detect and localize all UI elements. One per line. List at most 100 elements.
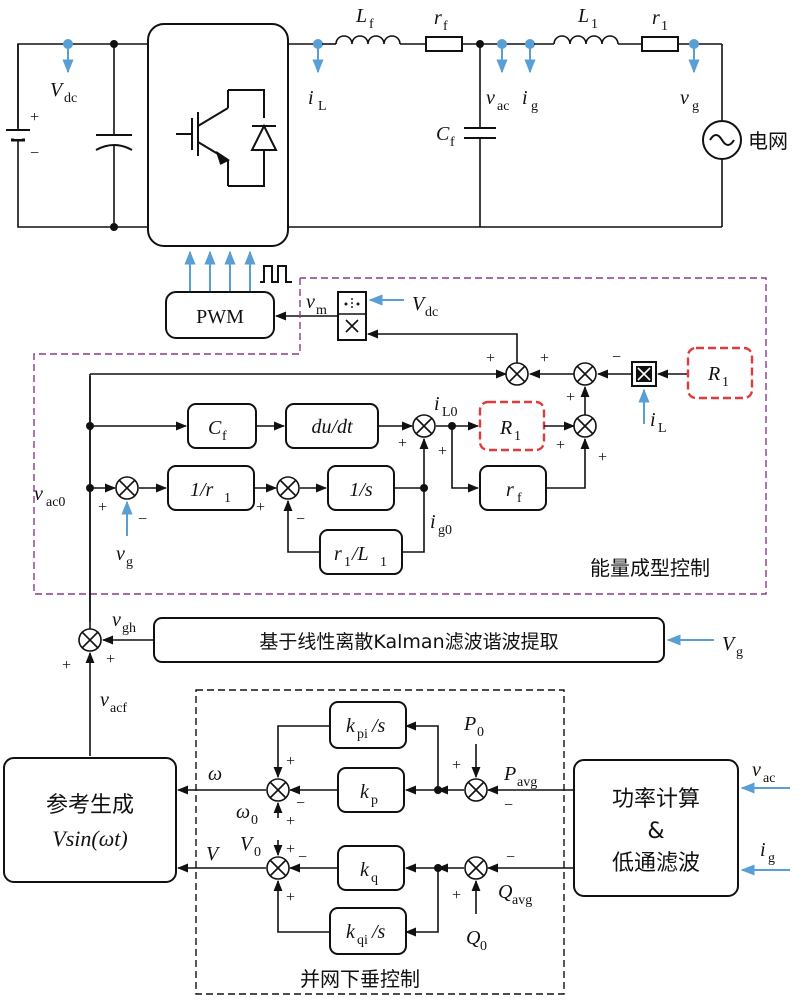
svg-text:ac: ac — [763, 771, 775, 786]
svg-text:−: − — [296, 511, 305, 528]
svg-text:功率计算: 功率计算 — [612, 787, 700, 812]
svg-text:i: i — [430, 511, 436, 533]
svg-text:r: r — [334, 543, 342, 565]
svg-text:+: + — [598, 449, 607, 466]
svg-text:−: − — [612, 349, 621, 366]
svg-text:k: k — [346, 921, 356, 943]
svg-text:avg: avg — [512, 893, 532, 908]
svg-text:+: + — [540, 350, 549, 367]
svg-text:/L: /L — [351, 543, 369, 565]
svg-text:k: k — [360, 859, 370, 881]
l1-label: L — [577, 5, 589, 27]
svg-text:q: q — [371, 871, 378, 886]
power-calc-section: 功率计算 & 低通滤波 v ac i g — [573, 759, 790, 897]
svg-text:+: + — [62, 657, 71, 674]
svg-text:R: R — [499, 417, 512, 439]
pulse-icon — [260, 265, 292, 283]
svg-text:V: V — [240, 833, 255, 855]
r1-label: r — [652, 7, 660, 29]
svg-text:du/dt: du/dt — [311, 416, 353, 438]
kalman-section: v gh + + 基于线性离散Kalman滤波谐波提取 V g v acf — [62, 376, 743, 756]
svg-text:L0: L0 — [442, 405, 458, 420]
svg-text:P: P — [503, 763, 516, 785]
svg-text:L: L — [658, 421, 667, 436]
svg-text:低通滤波: 低通滤波 — [612, 851, 700, 876]
svg-text:V: V — [722, 633, 737, 655]
svg-text:g: g — [126, 555, 133, 570]
battery-minus: − — [30, 145, 39, 162]
ig-label: i — [522, 87, 528, 109]
kpi-block — [329, 701, 407, 749]
svg-text:+: + — [556, 437, 565, 454]
reference-generator: 参考生成 Vsin(ωt) — [3, 757, 177, 883]
svg-text:1: 1 — [380, 555, 387, 570]
lf-label: L — [355, 5, 367, 27]
svg-text:p: p — [371, 793, 378, 808]
svg-text:基于线性离散Kalman滤波谐波提取: 基于线性离散Kalman滤波谐波提取 — [259, 631, 558, 653]
vg-label: v — [680, 87, 689, 109]
svg-text:/s: /s — [371, 715, 386, 737]
kqi-block — [329, 907, 407, 955]
svg-text:+: + — [438, 443, 447, 460]
svg-text:1: 1 — [722, 375, 729, 390]
svg-text:+: + — [286, 813, 295, 830]
svg-text:−: − — [504, 797, 513, 814]
svg-text:ω: ω — [208, 763, 222, 785]
vdc-sub: dc — [64, 91, 77, 106]
energy-shaping-region — [33, 277, 767, 595]
vac-label: v — [486, 87, 495, 109]
vac-sub: ac — [497, 99, 509, 114]
svg-text:avg: avg — [517, 775, 537, 790]
svg-text:i: i — [650, 409, 656, 431]
svg-text:+: + — [566, 389, 575, 406]
svg-text:1/r: 1/r — [190, 479, 214, 501]
svg-text:/s: /s — [371, 921, 386, 943]
vm-label: v — [306, 291, 315, 313]
svg-text:R: R — [707, 363, 720, 385]
svg-text:acf: acf — [110, 701, 127, 716]
pwm-block — [165, 291, 275, 339]
svg-text:f: f — [222, 429, 227, 444]
svg-text:ω: ω — [236, 801, 250, 823]
svg-text:+: + — [398, 435, 407, 452]
cf-sub: f — [450, 135, 455, 150]
svg-text:r: r — [506, 479, 514, 501]
r1-resistor — [641, 36, 679, 52]
pwm-vdc-label: V — [412, 293, 427, 315]
svg-text:Q: Q — [498, 881, 513, 903]
svg-text:v: v — [116, 543, 125, 565]
rf-label: r — [434, 7, 442, 29]
svg-text:+: + — [98, 499, 107, 516]
r1-virtual-block-top — [686, 346, 754, 400]
il-sub: L — [318, 99, 327, 114]
svg-text:V: V — [206, 843, 221, 865]
modulator-block — [337, 291, 367, 341]
svg-text:f: f — [517, 491, 522, 506]
svg-text:+: + — [286, 841, 295, 858]
svg-text:参考生成: 参考生成 — [46, 793, 134, 818]
svg-text:g: g — [768, 851, 775, 866]
pwm-vdc-sub: dc — [425, 305, 438, 320]
svg-text:0: 0 — [480, 939, 487, 954]
svg-text:−: − — [296, 795, 305, 812]
ref-gen-block — [3, 757, 177, 883]
svg-text:+: + — [106, 651, 115, 668]
svg-text:ac0: ac0 — [46, 495, 65, 510]
energy-title: 能量成型控制 — [590, 556, 710, 580]
svg-text:v: v — [100, 689, 109, 711]
svg-text:g0: g0 — [438, 523, 452, 538]
svg-text:v: v — [34, 483, 43, 505]
svg-text:+: + — [286, 889, 295, 906]
lf-sub: f — [369, 17, 374, 32]
svg-text:qi: qi — [357, 933, 368, 948]
svg-text:+: + — [452, 757, 461, 774]
svg-text:1: 1 — [514, 429, 521, 444]
svg-text:+: + — [286, 753, 295, 770]
il-label: i — [308, 87, 314, 109]
inverter-box — [147, 23, 289, 247]
svg-text:P: P — [463, 713, 476, 735]
vm-sub: m — [316, 303, 327, 318]
igbt-icon — [176, 89, 278, 187]
droop-control: P avg − P 0 + k p k pi /s + − + ω 0 ω Q … — [176, 701, 574, 955]
